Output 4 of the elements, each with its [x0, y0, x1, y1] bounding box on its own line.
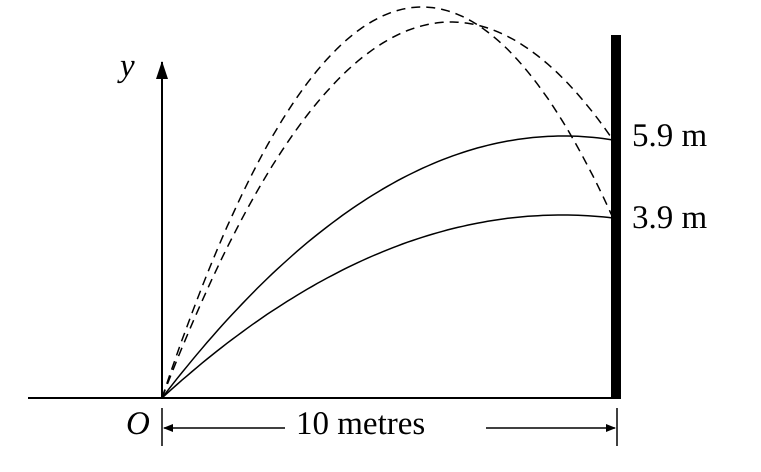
dimension-label: 10 metres: [296, 408, 426, 441]
height-label: 5.9 m: [632, 120, 708, 153]
height-label: 3.9 m: [632, 202, 708, 235]
origin-label: O: [126, 408, 150, 441]
